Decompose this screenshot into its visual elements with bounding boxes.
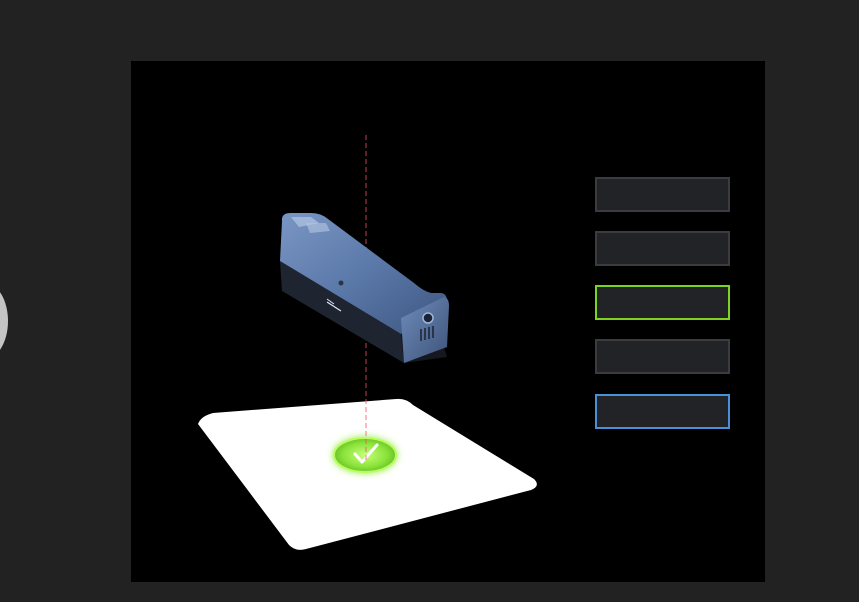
option-box-5-info[interactable] xyxy=(595,394,730,429)
previous-slide-button[interactable] xyxy=(0,283,8,359)
scanner-scene xyxy=(198,135,537,550)
option-box-2[interactable] xyxy=(595,231,730,266)
check-icon xyxy=(353,443,379,464)
option-box-3-selected[interactable] xyxy=(595,285,730,320)
option-box-4[interactable] xyxy=(595,339,730,374)
scanner-animation-stage xyxy=(131,61,765,582)
scanner-device xyxy=(280,213,449,363)
scan-success-marker xyxy=(333,437,397,473)
option-box-1[interactable] xyxy=(595,177,730,212)
paper-sheet xyxy=(198,398,537,550)
